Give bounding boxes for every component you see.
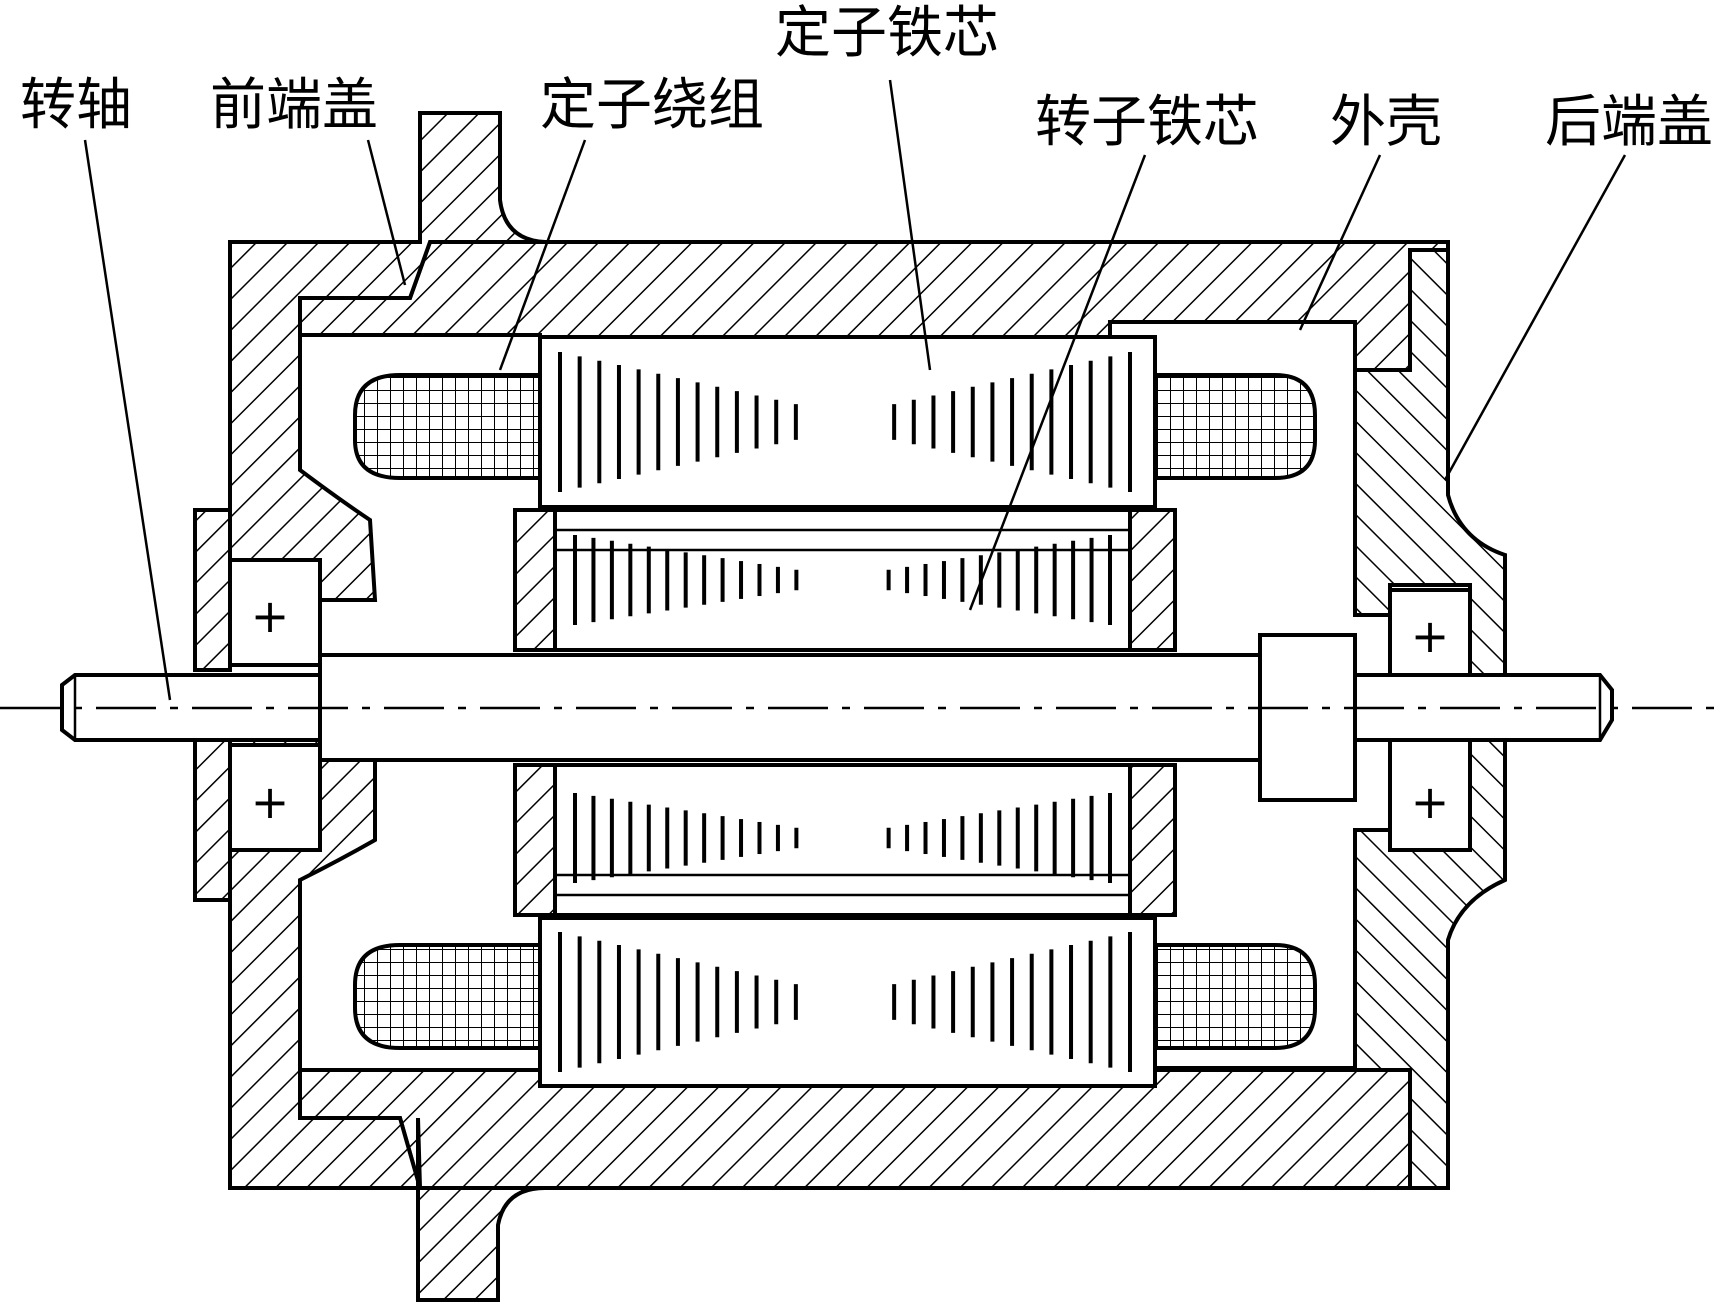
label-housing: 外壳 — [1330, 90, 1442, 155]
bearing-marks: + + + + — [251, 589, 1450, 829]
bearing-mark-1: + — [251, 589, 290, 643]
label-stator-core: 定子铁芯 — [775, 1, 999, 66]
label-rotor-core: 转子铁芯 — [1035, 90, 1259, 155]
label-front-end-cover: 前端盖 — [210, 73, 378, 138]
core-laminations — [558, 352, 1132, 1072]
rotor-core — [513, 508, 1177, 917]
leader-lines — [83, 79, 1627, 701]
bearing-mark-3: + — [1411, 609, 1450, 663]
label-shaft: 转轴 — [20, 73, 132, 138]
bearing-mark-2: + — [251, 775, 290, 829]
shaft — [0, 633, 1728, 802]
stator-winding — [353, 373, 1317, 1050]
rear-bearing — [1388, 588, 1472, 852]
front-bearing — [193, 508, 322, 902]
label-rear-end-cover: 后端盖 — [1545, 90, 1713, 155]
bearing-mark-4: + — [1411, 775, 1450, 829]
label-stator-winding: 定子绕组 — [540, 73, 764, 138]
